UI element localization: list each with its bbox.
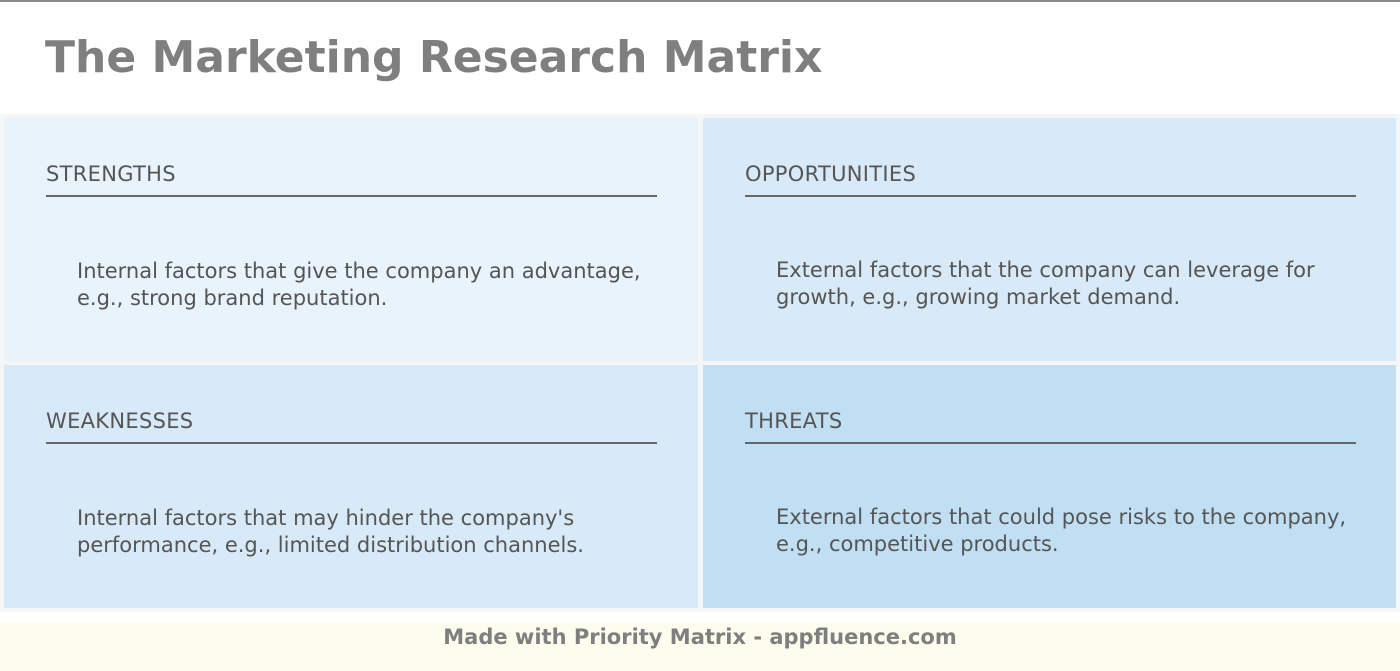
heading-divider [745,195,1356,197]
heading-divider [745,442,1356,444]
quadrant-heading: WEAKNESSES [46,409,194,433]
quadrant-opportunities: OPPORTUNITIES External factors that the … [703,118,1396,361]
swot-matrix: STRENGTHS Internal factors that give the… [0,114,1400,612]
quadrant-threats: THREATS External factors that could pose… [703,365,1396,608]
quadrant-description: Internal factors that give the company a… [77,259,641,310]
quadrant-weaknesses: WEAKNESSES Internal factors that may hin… [4,365,698,608]
quadrant-heading: STRENGTHS [46,162,176,186]
top-border [0,0,1400,2]
footer: Made with Priority Matrix - appfluence.c… [0,623,1400,671]
quadrant-heading: OPPORTUNITIES [745,162,917,186]
quadrant-description: External factors that could pose risks t… [776,505,1347,556]
footer-credit: Made with Priority Matrix - appfluence.c… [443,625,957,649]
quadrant-strengths: STRENGTHS Internal factors that give the… [4,118,698,361]
quadrant-heading: THREATS [745,409,843,433]
heading-divider [46,442,657,444]
quadrant-description: Internal factors that may hinder the com… [77,506,584,557]
heading-divider [46,195,657,197]
quadrant-description: External factors that the company can le… [776,258,1315,309]
page-title: The Marketing Research Matrix [45,32,823,83]
